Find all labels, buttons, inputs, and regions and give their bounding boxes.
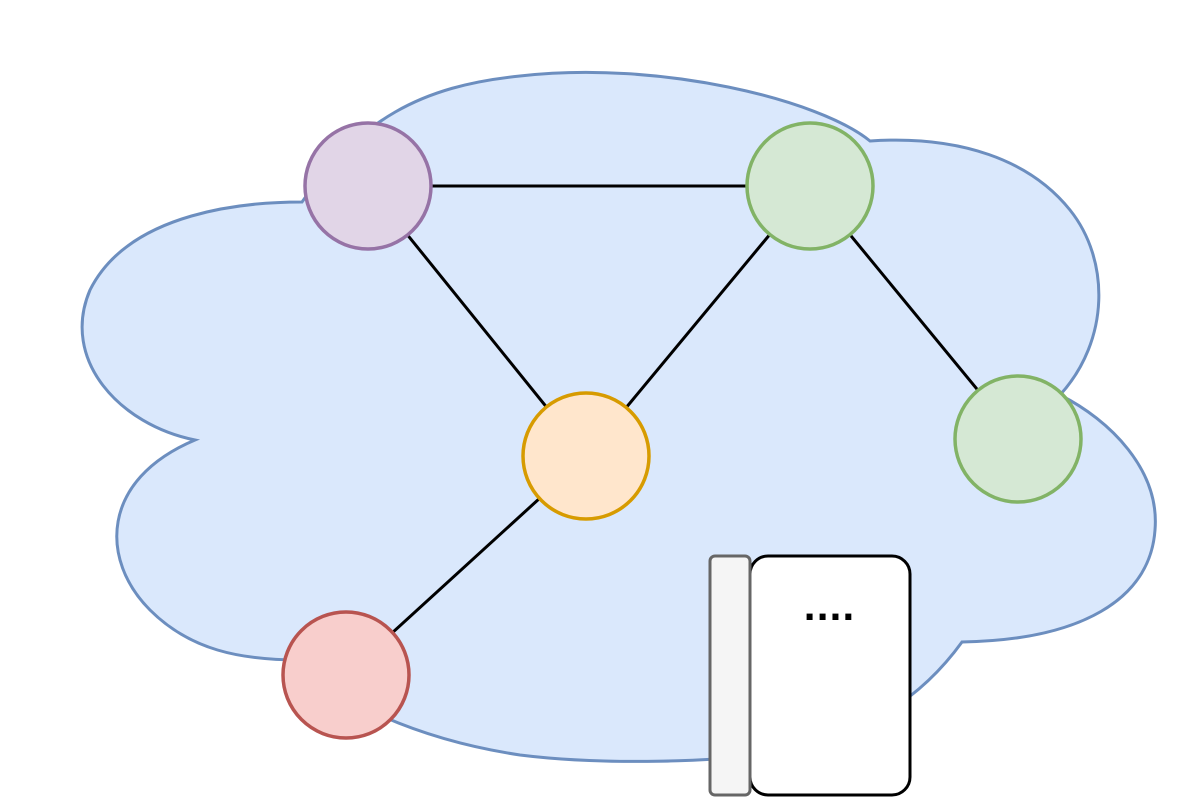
nodes-layer (281, 121, 1083, 740)
green-node-right[interactable] (953, 374, 1083, 504)
purple-node[interactable] (303, 121, 433, 251)
orange-node-center[interactable] (521, 391, 651, 521)
red-node[interactable] (281, 610, 411, 740)
note-side-bar (708, 554, 752, 797)
note-text: .... (803, 589, 855, 629)
green-node-top[interactable] (745, 121, 875, 251)
